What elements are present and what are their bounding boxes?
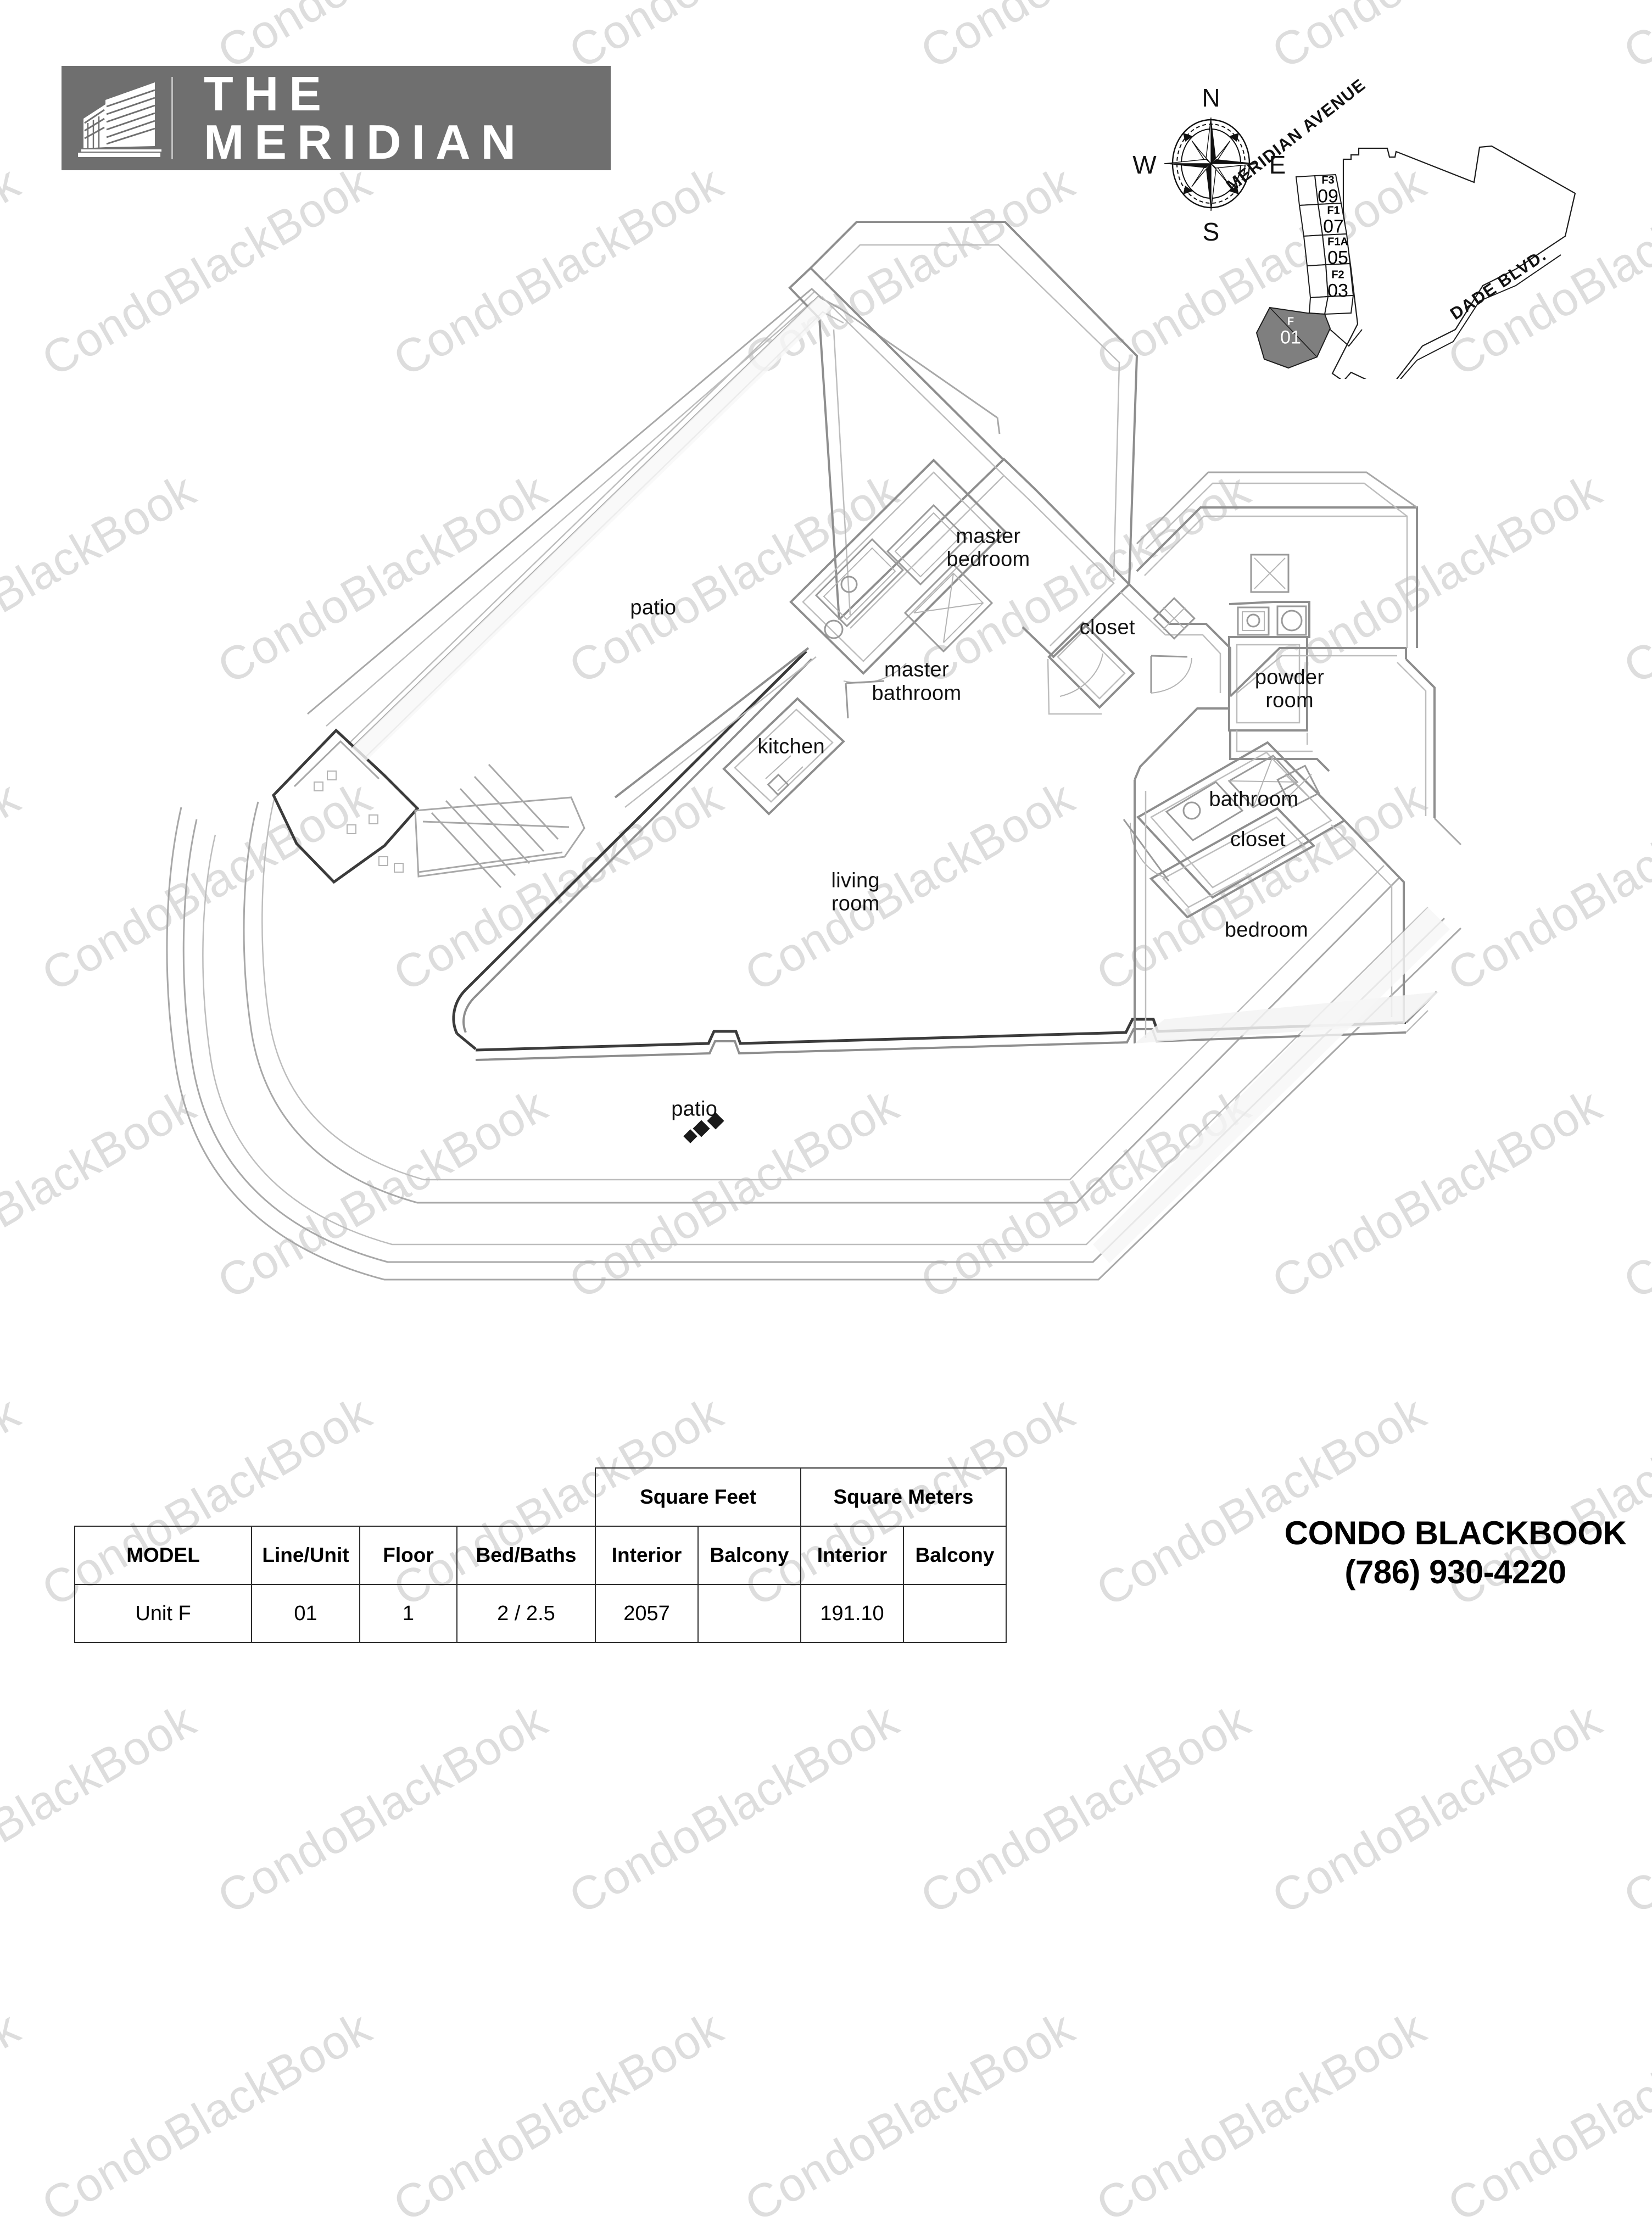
meridian-logo: THE MERIDIAN	[62, 66, 611, 170]
watermark-text: CondoBlackBook	[0, 2001, 29, 2232]
table-group-header-row: Square Feet Square Meters	[75, 1467, 1007, 1527]
unit-model: F3	[1321, 174, 1335, 187]
condo-blackbook-branding: CONDO BLACKBOOK (786) 930-4220	[1280, 1515, 1631, 1590]
compass-rose-icon	[1164, 117, 1258, 211]
col-header-sqm-interior: Interior	[800, 1526, 904, 1585]
room-label-closet: closet	[1230, 828, 1286, 851]
watermark-text: CondoBlackBook	[1615, 1693, 1652, 1925]
room-label-patio: patio	[630, 596, 677, 619]
watermark-text: CondoBlackBook	[560, 1693, 907, 1925]
brand-name-part1: CONDO	[1284, 1515, 1415, 1551]
key-map-svg	[1255, 145, 1576, 404]
unit-model: F1A	[1327, 236, 1348, 248]
table-row: Unit F 01 1 2 / 2.5 2057 191.10	[74, 1584, 1007, 1643]
cell-line-unit: 01	[251, 1584, 360, 1643]
col-header-sqm-balcony: Balcony	[903, 1526, 1007, 1585]
watermark-text: CondoBlackBook	[384, 2001, 732, 2232]
room-label-master-bathroom: master bathroom	[872, 658, 962, 705]
group-header-square-meters: Square Meters	[800, 1467, 1007, 1527]
unit-model: F1	[1327, 204, 1340, 217]
unit-number: 09	[1318, 186, 1338, 207]
cell-sqm-balcony	[903, 1584, 1007, 1643]
watermark-text: CondoBlackBook	[0, 1693, 204, 1925]
col-header-sqft-balcony: Balcony	[697, 1526, 801, 1585]
logo-divider	[171, 77, 173, 159]
brand-name-part2: BLACKBOOK	[1414, 1515, 1627, 1551]
keymap-unit-05: F1A 05	[1327, 236, 1348, 269]
keymap-unit-03: F2 03	[1327, 269, 1348, 302]
unit-number: 05	[1327, 247, 1348, 269]
compass-label-south: S	[1202, 217, 1220, 246]
keymap-unit-01-selected: F 01	[1280, 316, 1301, 348]
compass-label-north: N	[1202, 83, 1220, 112]
watermark-text: CondoBlackBook	[1439, 2001, 1652, 2232]
room-label-living-room: living room	[831, 869, 880, 915]
floorplan-drawing: .wl{fill:none;stroke:#8e8e8e;stroke-widt…	[166, 221, 1462, 1281]
watermark-text: CondoBlackBook	[209, 1693, 556, 1925]
cell-sqft-balcony	[697, 1584, 801, 1643]
room-label-powder-room: powder room	[1254, 666, 1325, 712]
col-header-bed-baths: Bed/Baths	[456, 1526, 596, 1585]
unit-spec-table: Square Feet Square Meters MODEL Line/Uni…	[74, 1467, 1007, 1643]
cell-model: Unit F	[74, 1584, 252, 1643]
room-label-kitchen: kitchen	[757, 735, 825, 758]
cell-sqm-interior: 191.10	[800, 1584, 904, 1643]
room-label-master-bedroom: master bedroom	[946, 524, 1030, 571]
room-label-bathroom: bathroom	[1209, 788, 1299, 811]
table-header-row: MODEL Line/Unit Floor Bed/Baths Interior…	[74, 1526, 1007, 1585]
building-icon	[62, 66, 171, 170]
cell-sqft-interior: 2057	[595, 1584, 699, 1643]
unit-model: F2	[1331, 269, 1344, 281]
room-label-patio: patio	[671, 1097, 718, 1121]
col-header-model: MODEL	[74, 1526, 252, 1585]
col-header-floor: Floor	[359, 1526, 457, 1585]
logo-wordmark: THE MERIDIAN	[204, 66, 527, 169]
compass-label-west: W	[1132, 150, 1157, 179]
keymap-unit-07: F1 07	[1323, 205, 1344, 237]
keymap-unit-09: F3 09	[1318, 175, 1338, 207]
col-header-line-unit: Line/Unit	[251, 1526, 360, 1585]
room-label-closet: closet	[1079, 616, 1135, 640]
group-header-square-feet: Square Feet	[595, 1467, 801, 1527]
site-key-map: MERIDIAN AVENUE DADE BLVD. F3 09 F1 07 F…	[1131, 38, 1637, 404]
cell-floor: 1	[359, 1584, 457, 1643]
cell-bed-baths: 2 / 2.5	[456, 1584, 596, 1643]
watermark-text: CondoBlackBook	[1087, 2001, 1435, 2232]
unit-number: 01	[1280, 327, 1301, 348]
col-header-sqft-interior: Interior	[595, 1526, 699, 1585]
unit-number: 07	[1323, 216, 1344, 237]
compass-label-east: E	[1269, 150, 1286, 179]
brand-name: CONDO BLACKBOOK	[1280, 1515, 1631, 1551]
unit-number: 03	[1327, 280, 1348, 302]
watermark-text: CondoBlackBook	[912, 1693, 1259, 1925]
watermark-text: CondoBlackBook	[736, 2001, 1083, 2232]
brand-phone[interactable]: (786) 930-4220	[1344, 1553, 1566, 1590]
watermark-text: CondoBlackBook	[33, 2001, 380, 2232]
watermark-text: CondoBlackBook	[1263, 1693, 1610, 1925]
room-label-bedroom: bedroom	[1224, 918, 1308, 942]
unit-model: F	[1287, 315, 1294, 328]
